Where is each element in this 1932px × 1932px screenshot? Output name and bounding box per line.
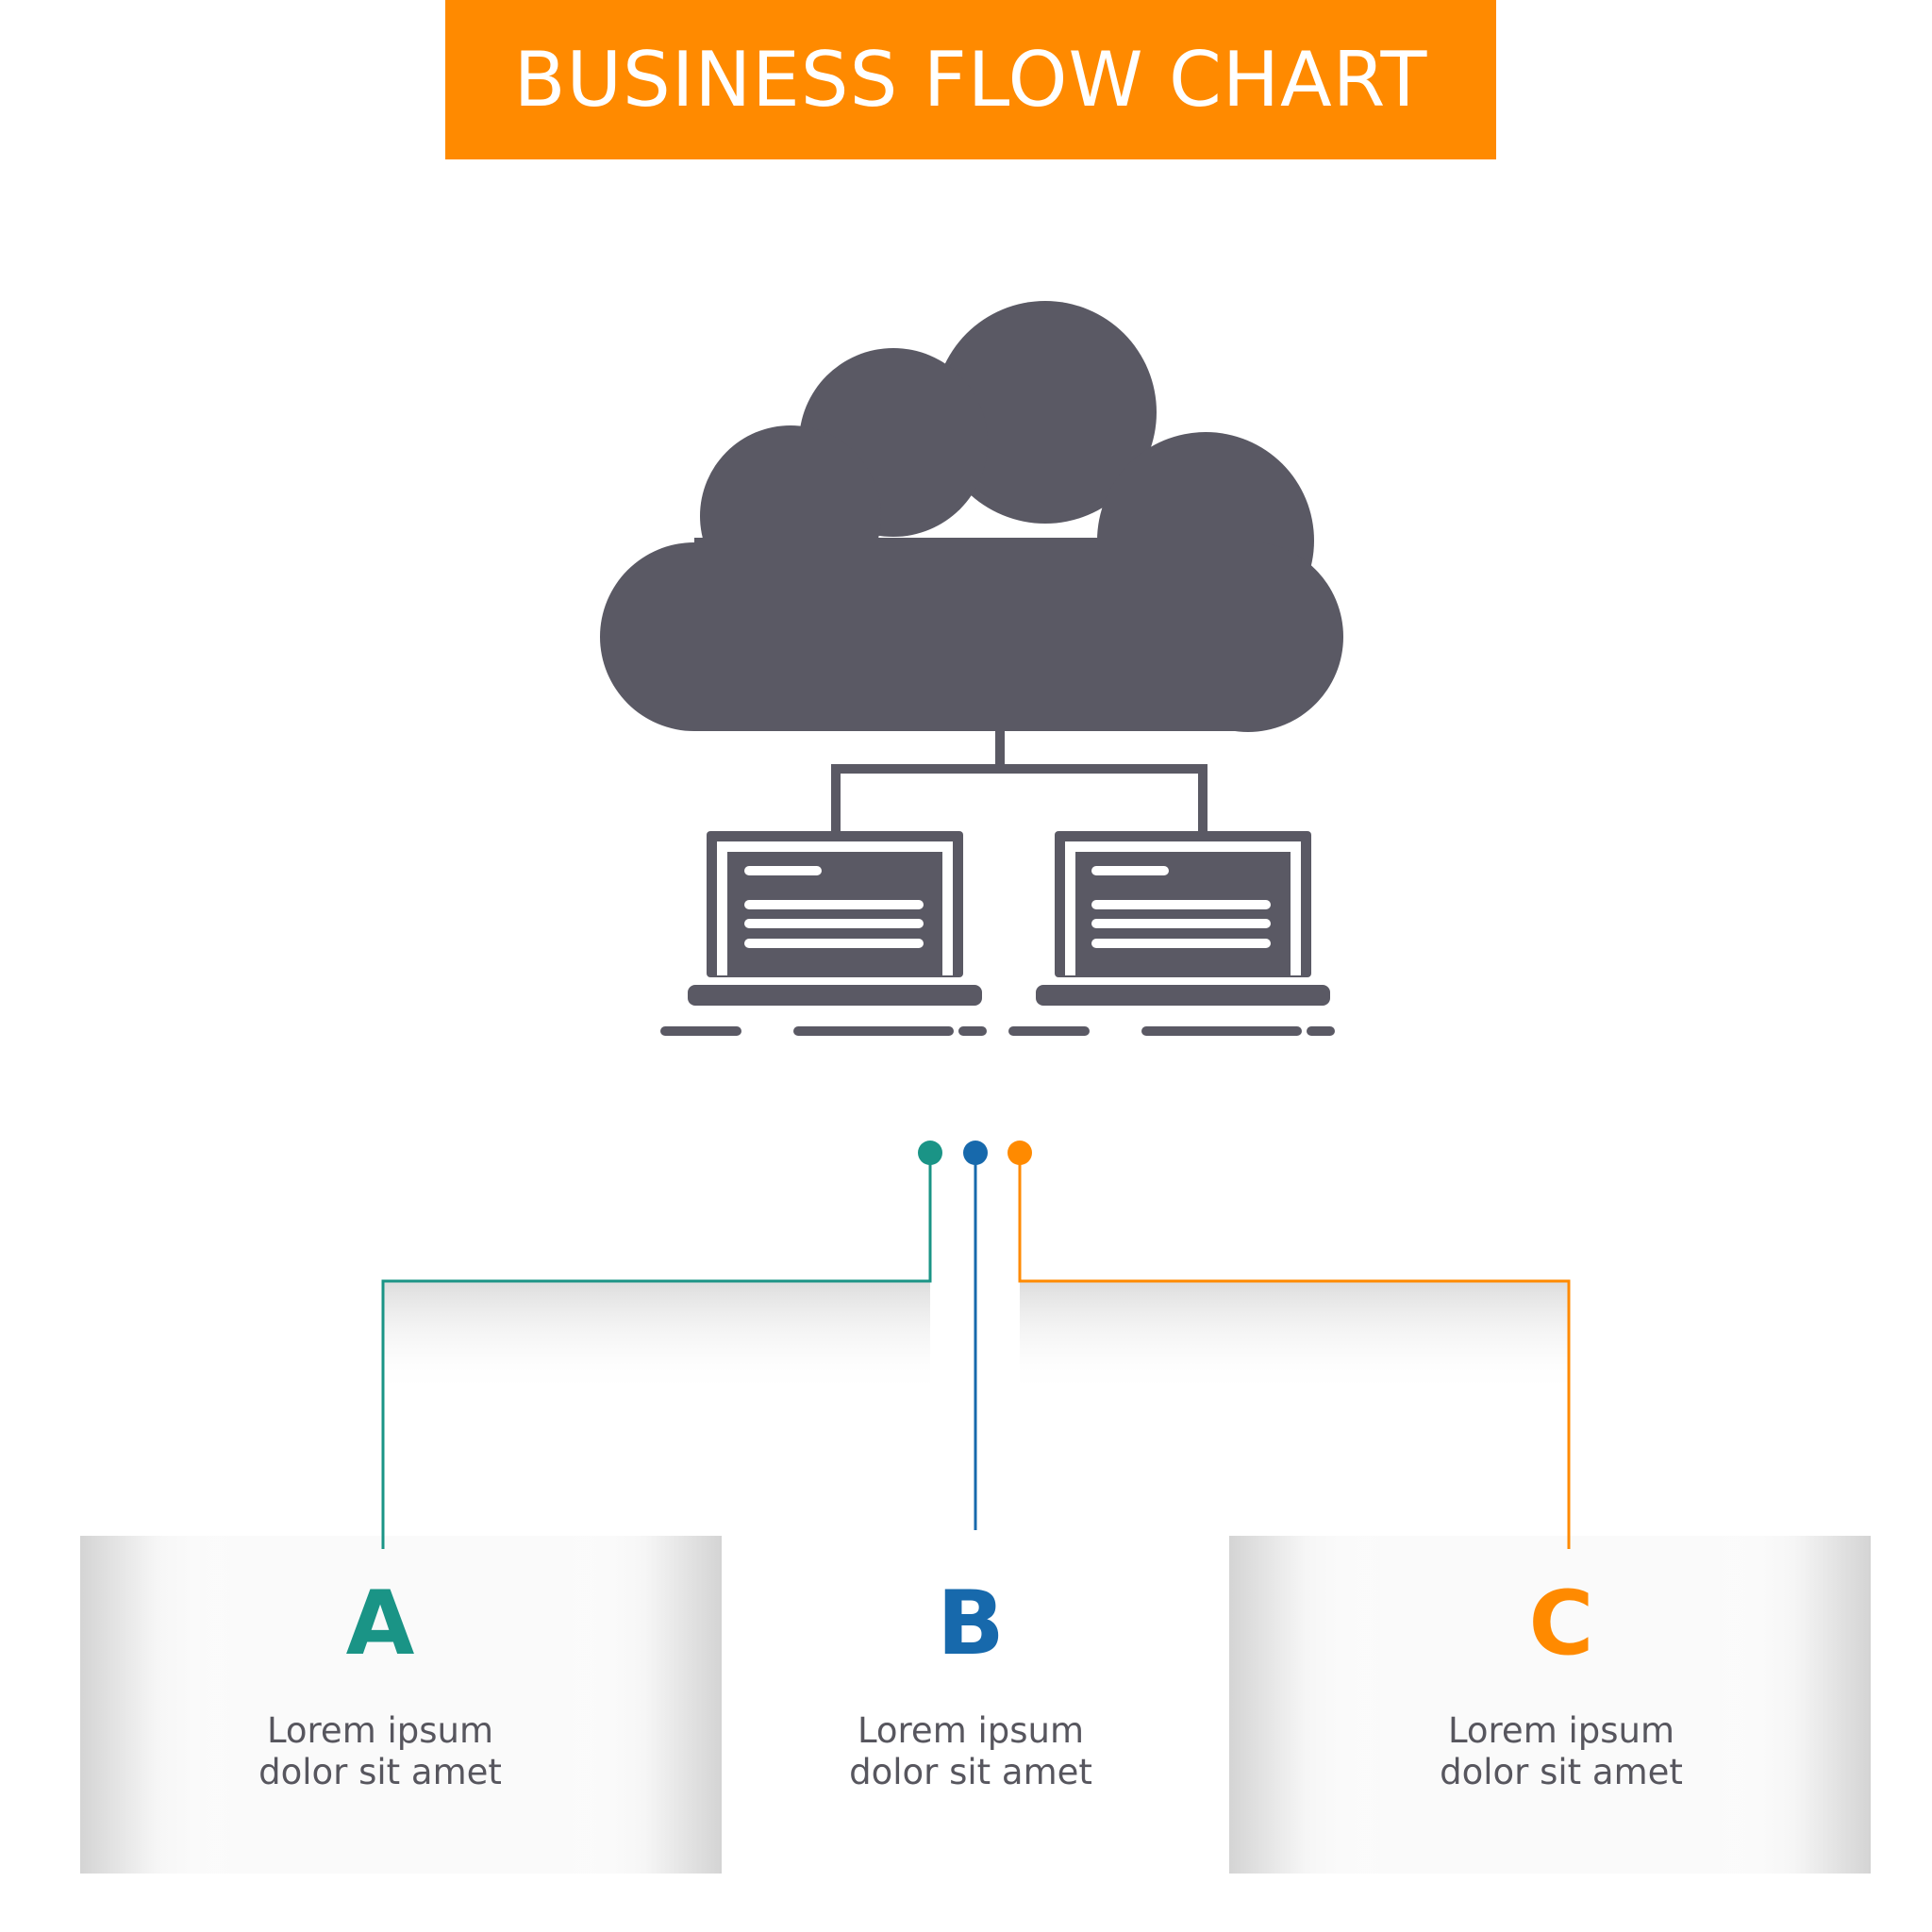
step-a-letter: A <box>345 1573 415 1675</box>
card-c <box>1229 1536 1871 1874</box>
step-c-description: Lorem ipsum dolor sit amet <box>1440 1710 1683 1792</box>
dot-b <box>963 1141 988 1165</box>
step-b-letter: B <box>937 1573 1005 1675</box>
laptop-left-icon <box>660 831 987 1036</box>
connector-c <box>1018 1153 1571 1549</box>
card-b <box>724 1536 1224 1874</box>
cloud-icon <box>600 301 1343 732</box>
connector-shade-right <box>1020 1281 1569 1394</box>
laptop-right-icon <box>1008 831 1335 1036</box>
step-a-description: Lorem ipsum dolor sit amet <box>258 1710 502 1792</box>
cloud-network-laptops-icon <box>600 301 1343 1036</box>
title-banner: BUSINESS FLOW CHART <box>445 0 1496 159</box>
dot-c <box>1008 1141 1032 1165</box>
connector-a <box>381 1153 932 1549</box>
step-b-description: Lorem ipsum dolor sit amet <box>849 1710 1092 1792</box>
dot-a <box>918 1141 942 1165</box>
network-lines-icon <box>831 731 1208 831</box>
step-c-letter: C <box>1528 1573 1594 1675</box>
chart-title: BUSINESS FLOW CHART <box>513 36 1428 124</box>
connector-shade-left <box>383 1281 930 1394</box>
card-a <box>80 1536 722 1874</box>
